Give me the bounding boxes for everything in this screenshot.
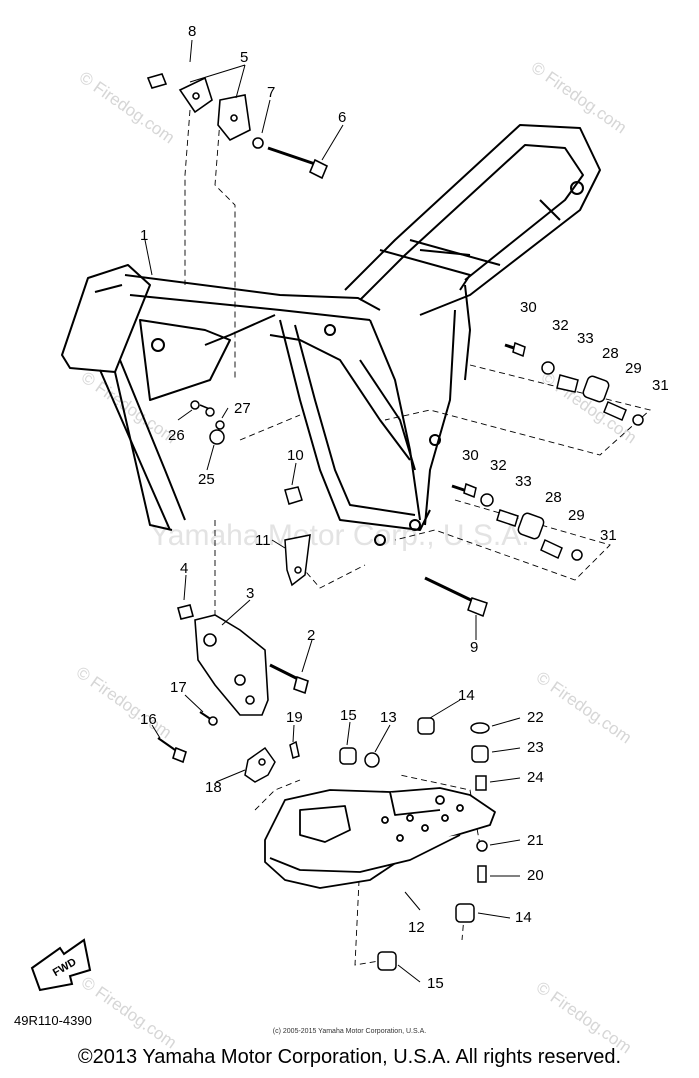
washer-22 — [470, 722, 490, 734]
callout-30: 30 — [520, 299, 537, 316]
callout-28: 28 — [602, 345, 619, 362]
callout-4: 4 — [180, 560, 188, 577]
callout-31b: 31 — [600, 527, 617, 544]
callout-5: 5 — [240, 49, 248, 66]
damper-14-bottom — [455, 903, 475, 923]
washer-21 — [476, 840, 488, 852]
callout-15: 15 — [340, 707, 357, 724]
callout-10: 10 — [287, 447, 304, 464]
callout-24: 24 — [527, 769, 544, 786]
nut-4 — [177, 604, 194, 620]
callout-13: 13 — [380, 709, 397, 726]
callout-16: 16 — [140, 711, 157, 728]
small-parts — [190, 400, 311, 587]
inner-copyright: (c) 2005-2015 Yamaha Motor Corporation, … — [272, 1028, 427, 1035]
leader-lines — [184, 109, 651, 966]
nut-8 — [146, 73, 168, 89]
watermark: © Firedog.com — [73, 663, 175, 743]
callout-21: 21 — [527, 832, 544, 849]
bracket-18 — [244, 740, 300, 783]
upper-brackets — [146, 73, 329, 180]
watermark-center: Yamaha Motor Corp., U.S.A. — [150, 519, 530, 552]
main-frame — [61, 124, 601, 546]
callout-8: 8 — [188, 23, 196, 40]
nut-10 — [284, 486, 303, 505]
callout-leaders — [144, 39, 521, 983]
callout-31: 31 — [652, 377, 669, 394]
skid-plate-12 — [264, 787, 496, 889]
callout-27: 27 — [234, 400, 251, 417]
callout-32: 32 — [552, 317, 569, 334]
callout-28b: 28 — [545, 489, 562, 506]
damper-15-top — [339, 747, 357, 765]
callout-15b: 15 — [427, 975, 444, 992]
callout-29b: 29 — [568, 507, 585, 524]
callout-3: 3 — [246, 585, 254, 602]
bracket-11 — [284, 534, 311, 587]
lower-bracket-3 — [157, 604, 309, 764]
callout-33b: 33 — [515, 473, 532, 490]
skid-plate-hardware — [339, 717, 490, 971]
damper-15-bottom — [377, 951, 397, 971]
callout-14: 14 — [458, 687, 475, 704]
copyright-footer: ©2013 Yamaha Motor Corporation, U.S.A. A… — [77, 1046, 622, 1068]
mount-hardware-upper — [504, 341, 644, 426]
bolt-6 — [267, 146, 319, 167]
callout-30b: 30 — [462, 447, 479, 464]
callout-22: 22 — [527, 709, 544, 726]
callout-18: 18 — [205, 779, 222, 796]
callout-14b: 14 — [515, 909, 532, 926]
callout-17: 17 — [170, 679, 187, 696]
callout-11: 11 — [255, 532, 271, 549]
callout-1: 1 — [140, 227, 148, 244]
callout-7: 7 — [267, 84, 275, 101]
callout-32b: 32 — [490, 457, 507, 474]
callout-29: 29 — [625, 360, 642, 377]
fwd-arrow: FWD — [30, 938, 92, 992]
spacer-24 — [475, 775, 487, 791]
bolt-2 — [269, 663, 301, 682]
bolt-9 — [424, 576, 488, 617]
bolt-20 — [477, 865, 487, 883]
callouts: 8 5 7 6 1 30 32 33 28 29 31 27 26 25 10 … — [140, 23, 669, 992]
collar-23 — [471, 745, 489, 763]
watermark: © Firedog.com — [78, 973, 180, 1053]
callout-12: 12 — [408, 919, 425, 936]
watermark: © Firedog.com — [533, 668, 635, 748]
callout-20: 20 — [527, 867, 544, 884]
mount-hardware-lower — [451, 482, 583, 561]
part-code: 49R110-4390 — [14, 1013, 92, 1028]
callout-6: 6 — [338, 109, 346, 126]
callout-9: 9 — [470, 639, 478, 656]
collar-25 — [209, 429, 225, 445]
callout-2: 2 — [307, 627, 315, 644]
washer-7 — [252, 137, 264, 149]
callout-33: 33 — [577, 330, 594, 347]
callout-23: 23 — [527, 739, 544, 756]
grommet-13 — [364, 752, 380, 768]
callout-19: 19 — [286, 709, 303, 726]
callout-26: 26 — [168, 427, 185, 444]
damper-14-top — [417, 717, 435, 735]
callout-25: 25 — [198, 471, 215, 488]
